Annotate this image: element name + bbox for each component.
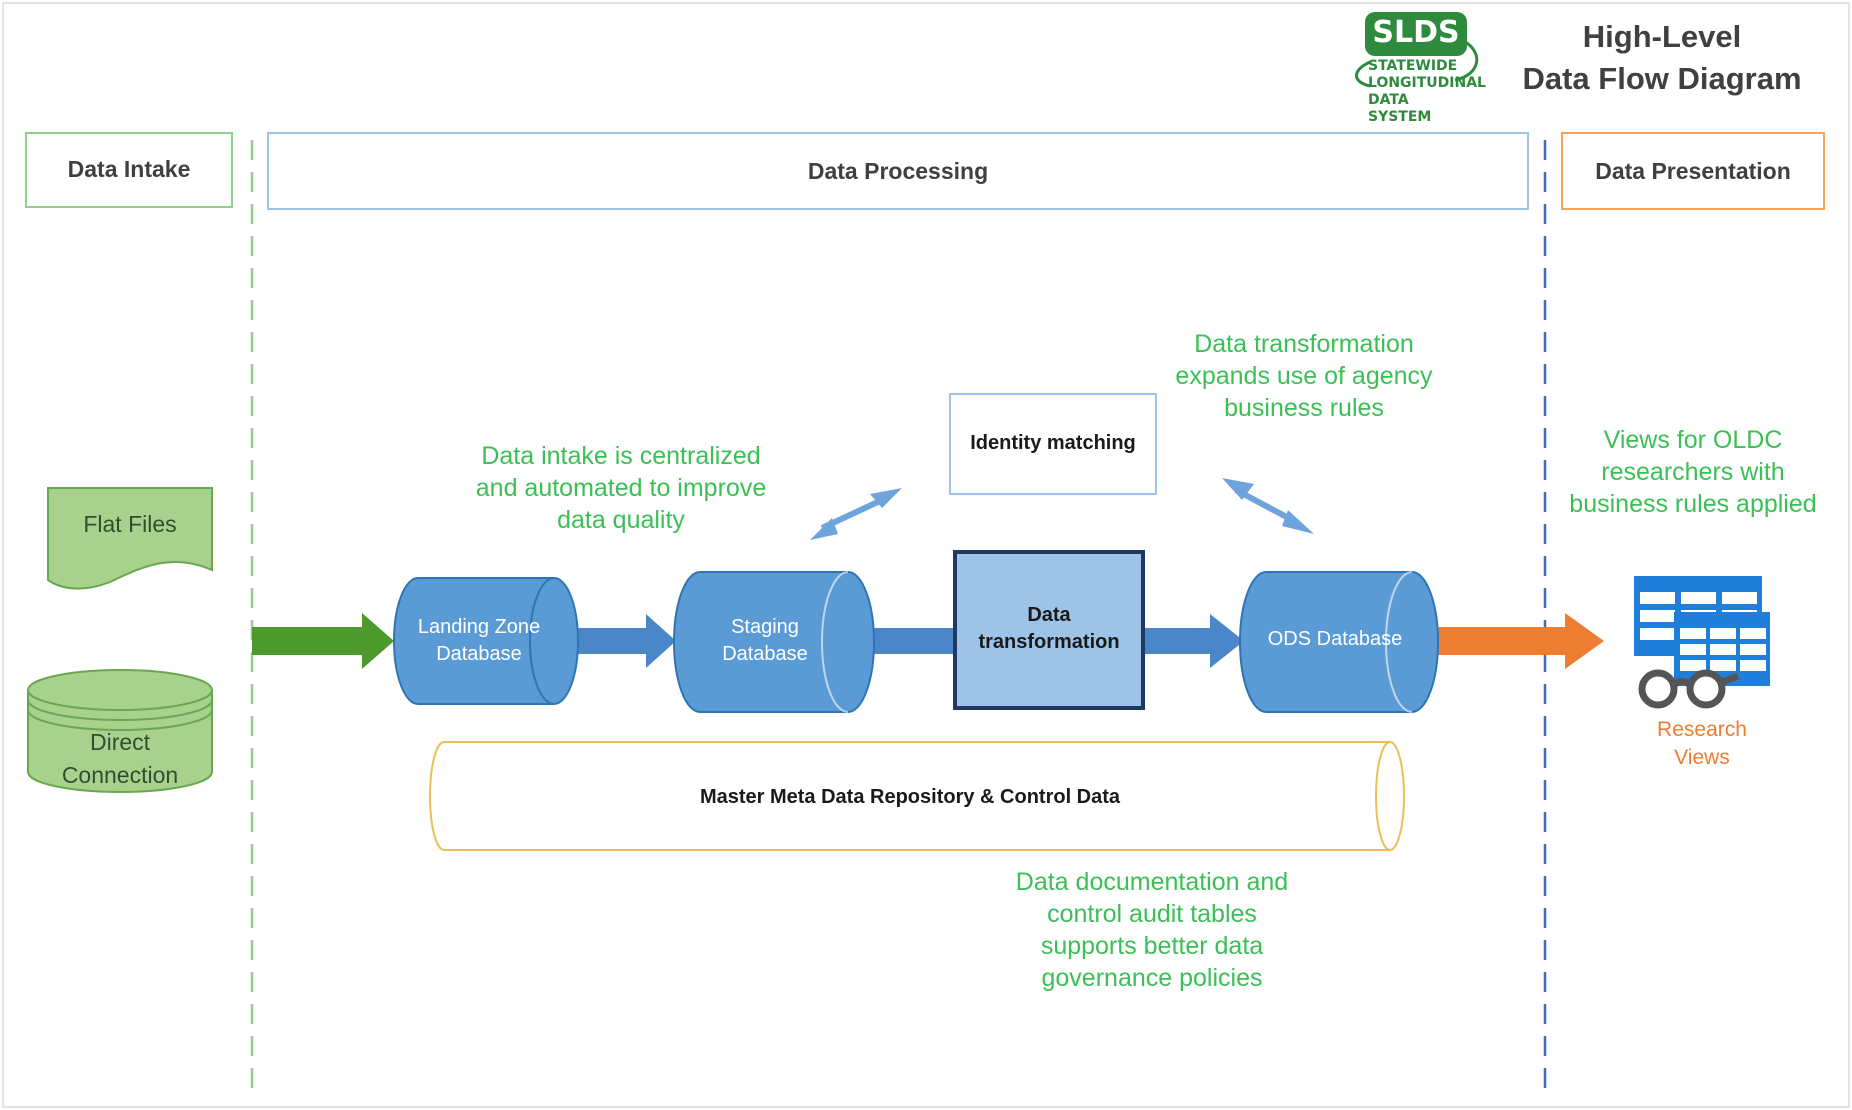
identity-matching-label: Identity matching <box>970 432 1136 454</box>
direct-connection-label: Direct Connection <box>61 729 179 788</box>
slds-logo <box>1355 12 1479 88</box>
identity-ods-double-arrow <box>1222 478 1314 534</box>
ods-label: ODS Database <box>1267 628 1403 650</box>
staging-label: Staging Database <box>722 616 808 665</box>
research-views-label: Research Views <box>1657 718 1747 769</box>
ods-database <box>1239 571 1439 713</box>
landing-zone-database <box>393 577 579 705</box>
staging-database <box>673 571 875 713</box>
slds-logo-swoosh-left <box>1355 60 1371 88</box>
slds-logo-swoosh-right <box>1454 38 1479 82</box>
transformation-to-ods-arrow <box>1144 614 1244 668</box>
slds-logo-acronym: SLDS <box>1372 15 1460 50</box>
slds-logo-line-1: STATEWIDE <box>1368 58 1458 74</box>
landing-to-staging-arrow <box>574 614 676 668</box>
meta-repository-cylinder <box>429 741 1405 851</box>
landing-zone-label: Landing Zone Database <box>417 616 541 665</box>
flat-files-shape <box>47 487 213 590</box>
title-line-2: Data Flow Diagram <box>1522 61 1802 96</box>
direct-connection-shape <box>27 669 213 793</box>
data-processing-label: Data Processing <box>807 158 989 184</box>
transformation-note: Data transformation expands use of agenc… <box>1175 330 1433 422</box>
identity-matching-box <box>949 393 1157 495</box>
slds-logo-line-2: LONGITUDINAL <box>1368 75 1486 91</box>
data-processing-header-box <box>267 132 1529 210</box>
table-front-cells <box>1680 628 1766 671</box>
diagram-title: High-Level Data Flow Diagram <box>1512 16 1812 100</box>
meta-repository-label: Master Meta Data Repository & Control Da… <box>699 786 1121 808</box>
data-transformation-box <box>953 550 1145 710</box>
research-views-icon <box>1634 576 1770 709</box>
staging-to-transformation-arrow <box>870 628 955 654</box>
intake-arrow <box>252 613 394 669</box>
title-line-1: High-Level <box>1582 19 1742 54</box>
flat-files-label: Flat Files <box>83 511 177 537</box>
views-note: Views for OLDC researchers with business… <box>1569 426 1817 518</box>
staging-identity-double-arrow <box>810 488 902 540</box>
slds-logo-line-3: DATA SYSTEM <box>1368 92 1432 125</box>
slds-logo-text: STATEWIDE LONGITUDINAL DATA SYSTEM <box>1368 58 1486 126</box>
data-presentation-header-box <box>1561 132 1825 210</box>
data-presentation-label: Data Presentation <box>1595 158 1791 184</box>
documentation-note: Data documentation and control audit tab… <box>1015 868 1289 992</box>
ods-to-views-arrow <box>1436 613 1604 669</box>
data-transformation-label: Data transformation <box>978 604 1120 653</box>
intake-note: Data intake is centralized and automated… <box>475 442 767 534</box>
glasses-icon <box>1638 669 1740 709</box>
data-intake-header-box <box>25 132 233 208</box>
slds-logo-badge <box>1365 12 1467 56</box>
data-intake-label: Data Intake <box>67 156 191 182</box>
